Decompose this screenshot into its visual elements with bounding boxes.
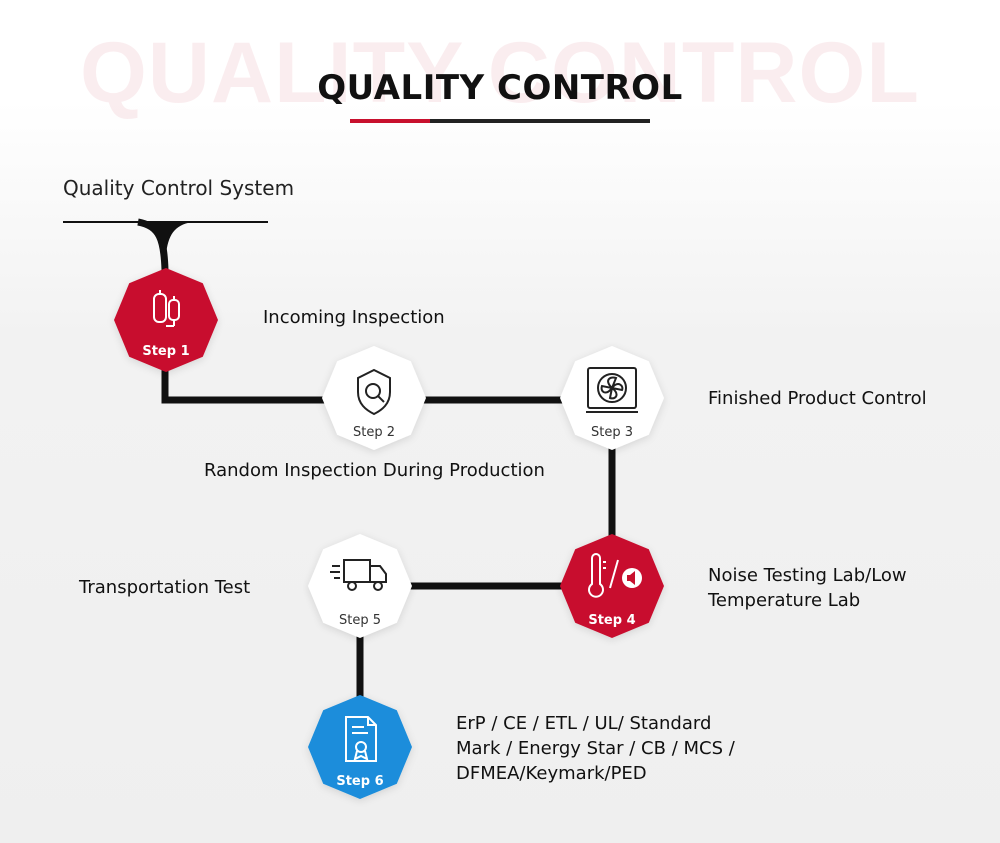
step-1-label: Step 1 bbox=[142, 344, 189, 359]
step-2-node: Step 2 bbox=[322, 346, 426, 450]
step-5-node: Step 5 bbox=[308, 534, 412, 638]
step-4-description-line: Noise Testing Lab/Low bbox=[708, 565, 907, 586]
step-1-description: Incoming Inspection bbox=[263, 307, 445, 328]
step-6-node: Step 6 bbox=[308, 695, 412, 799]
step-3-label: Step 3 bbox=[591, 425, 633, 440]
step-5-label: Step 5 bbox=[339, 613, 381, 628]
step-5-badge bbox=[308, 534, 412, 638]
step-3-description: Finished Product Control bbox=[708, 388, 927, 409]
step-2-label: Step 2 bbox=[353, 425, 395, 440]
step-4-badge bbox=[560, 534, 664, 638]
title-underline-accent bbox=[350, 119, 430, 123]
page-title: QUALITY CONTROL bbox=[317, 68, 683, 108]
title-underline bbox=[350, 119, 650, 123]
step-5-description: Transportation Test bbox=[79, 577, 251, 598]
step-4-description: Noise Testing Lab/Low Temperature Lab bbox=[708, 563, 907, 613]
step-6-description: ErP / CE / ETL / UL/ Standard Mark / Ene… bbox=[456, 711, 735, 786]
watermark-title: QUALITY CONTROL bbox=[80, 25, 920, 121]
step-6-description-line: ErP / CE / ETL / UL/ Standard bbox=[456, 713, 712, 734]
compressor-icon bbox=[153, 290, 180, 327]
step-4-label: Step 4 bbox=[588, 613, 635, 628]
step-4-description-line: Temperature Lab bbox=[708, 590, 861, 611]
certificate-icon bbox=[345, 716, 377, 762]
funnel-joint bbox=[138, 222, 192, 270]
system-title: Quality Control System bbox=[63, 176, 295, 200]
magnifier-shield-icon bbox=[357, 368, 391, 416]
step-6-description-line: DFMEA/Keymark/PED bbox=[456, 763, 647, 784]
delivery-truck-icon bbox=[330, 559, 387, 591]
step-4-node: Step 4 bbox=[560, 534, 664, 638]
step-6-description-line: Mark / Energy Star / CB / MCS / bbox=[456, 738, 735, 759]
thermometer-speaker-icon bbox=[588, 553, 642, 598]
step-1-node: Step 1 bbox=[114, 268, 218, 372]
step-6-label: Step 6 bbox=[336, 774, 383, 789]
step-3-node: Step 3 bbox=[560, 346, 664, 450]
fan-unit-icon bbox=[586, 367, 638, 413]
step-2-description: Random Inspection During Production bbox=[204, 460, 545, 481]
step-6-badge bbox=[308, 695, 412, 799]
